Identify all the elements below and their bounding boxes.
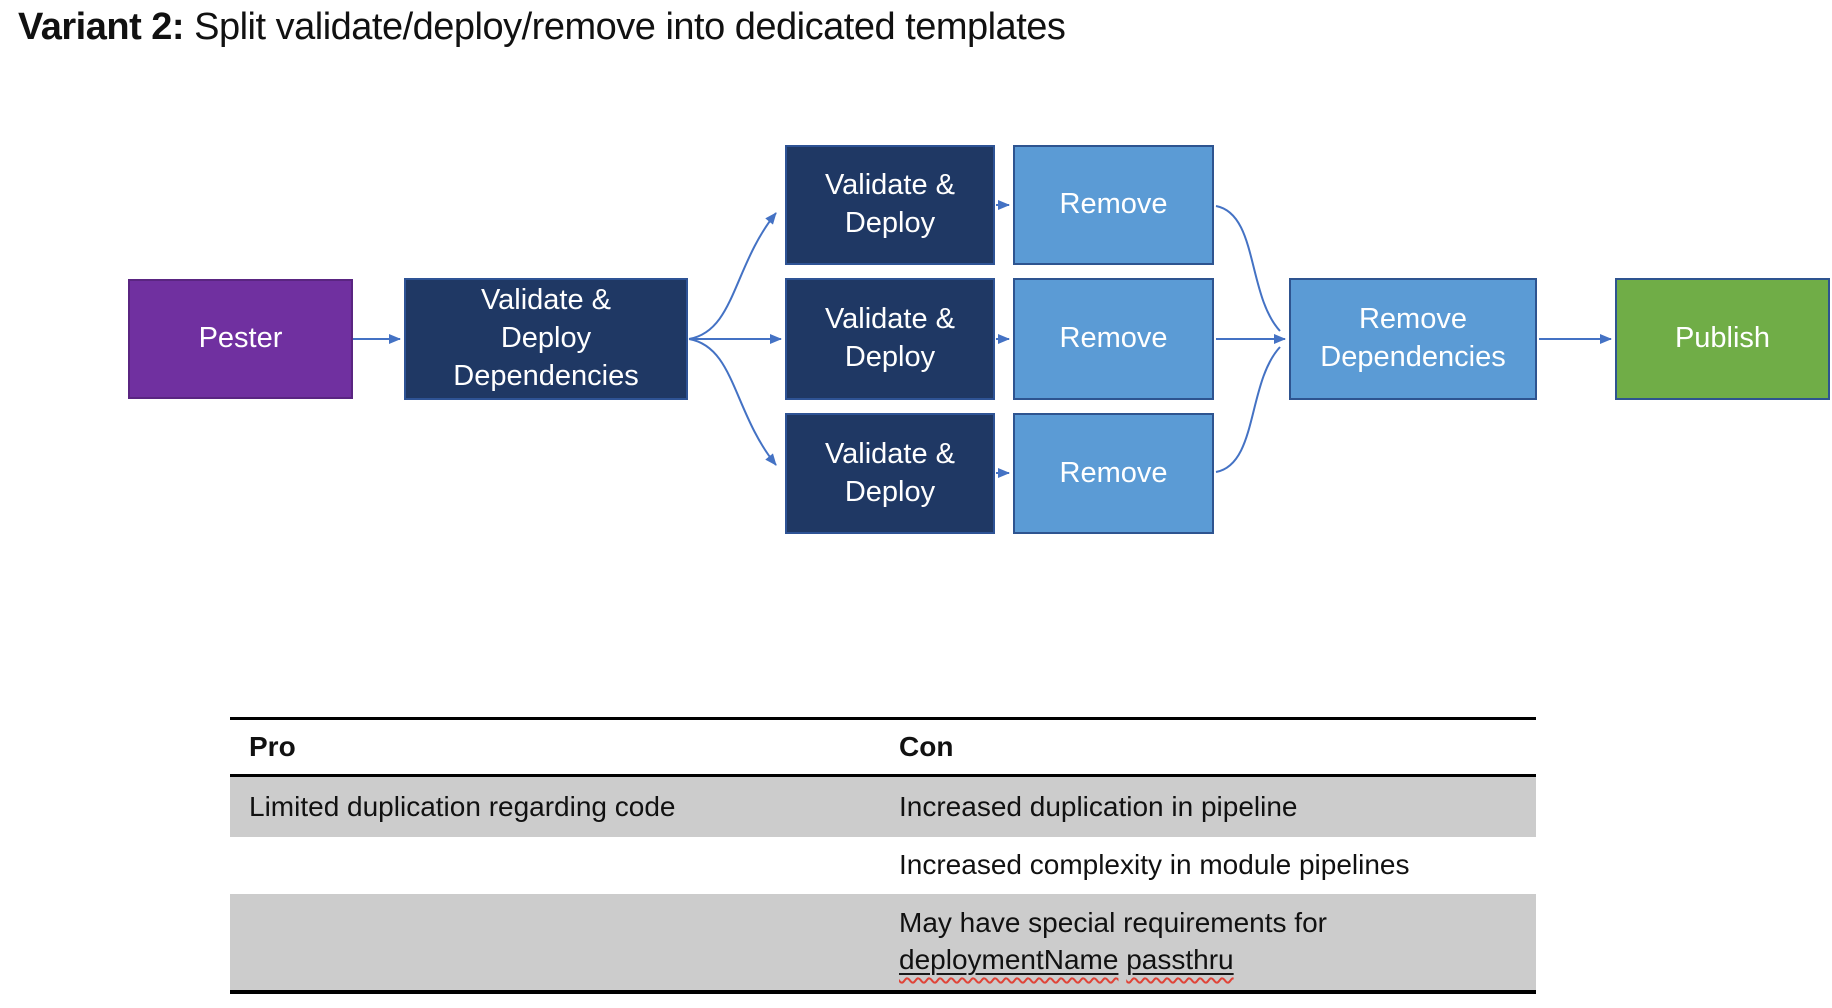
node-remove-2-label: Remove: [1059, 322, 1168, 355]
table-cell-pro: [230, 837, 880, 894]
arrow-fanout-top: [688, 212, 777, 340]
node-publish-label: Publish: [1674, 322, 1771, 355]
con-requirements-prefix: May have special requirements for: [899, 907, 1327, 939]
node-validate-deploy-dependencies: Validate & Deploy Dependencies: [404, 278, 688, 400]
node-validate-deploy-1-label: Validate & Deploy: [824, 169, 956, 239]
node-validate-deploy-dependencies-label: Validate & Deploy Dependencies: [453, 284, 639, 392]
table-cell-con: Increased complexity in module pipelines: [899, 849, 1410, 881]
table-cell-pro: [230, 900, 880, 984]
table-header-row: Pro Con: [230, 717, 1536, 777]
node-validate-deploy-1: Validate & Deploy: [785, 145, 995, 265]
node-remove-3: Remove: [1013, 413, 1214, 534]
table-row: Limited duplication regarding code Incre…: [230, 777, 1536, 837]
node-pester-label: Pester: [198, 322, 283, 355]
node-validate-deploy-3: Validate & Deploy: [785, 413, 995, 534]
title-prefix: Variant 2:: [18, 6, 185, 48]
node-remove-1-label: Remove: [1059, 188, 1168, 221]
table-row: Increased complexity in module pipelines: [230, 837, 1536, 894]
node-validate-deploy-2-label: Validate & Deploy: [824, 303, 956, 373]
arrow-fanin-bottom: [1215, 346, 1281, 473]
pro-con-table: Pro Con Limited duplication regarding co…: [230, 717, 1536, 994]
node-validate-deploy-2: Validate & Deploy: [785, 278, 995, 400]
misspelled-deploymentname: deploymentName: [899, 944, 1119, 975]
node-validate-deploy-3-label: Validate & Deploy: [824, 437, 956, 508]
arrow-fanout-bottom: [688, 338, 777, 466]
table-header-con: Con: [899, 730, 954, 762]
arrow-fanin-top: [1215, 205, 1281, 332]
table-cell-con: May have special requirements for deploy…: [880, 900, 1536, 984]
misspelled-word: deploymentName: [899, 944, 1118, 975]
node-remove-1: Remove: [1013, 145, 1214, 265]
node-remove-2: Remove: [1013, 278, 1214, 400]
node-remove-dependencies: Remove Dependencies: [1289, 278, 1537, 400]
table-row: May have special requirements for deploy…: [230, 894, 1536, 994]
node-remove-3-label: Remove: [1059, 456, 1168, 489]
table-header-pro: Pro: [249, 730, 296, 762]
page-title: Variant 2: Split validate/deploy/remove …: [18, 6, 1066, 49]
node-publish: Publish: [1615, 278, 1830, 400]
con-requirements-text: May have special requirements for deploy…: [899, 905, 1526, 979]
misspelled-word: passthru: [1126, 944, 1233, 975]
misspelled-passthru: passthru: [1126, 944, 1234, 975]
table-cell-con: Increased duplication in pipeline: [899, 790, 1298, 822]
node-pester: Pester: [128, 279, 353, 399]
table-cell-pro: Limited duplication regarding code: [249, 790, 676, 822]
title-rest: Split validate/deploy/remove into dedica…: [184, 6, 1066, 48]
node-remove-dependencies-label: Remove Dependencies: [1320, 303, 1506, 373]
